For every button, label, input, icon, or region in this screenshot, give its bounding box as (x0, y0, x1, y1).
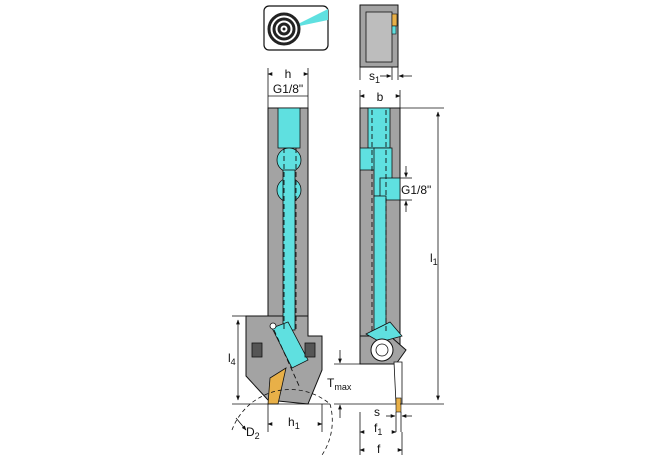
top-view (359, 4, 412, 80)
label-b: b (377, 90, 384, 104)
label-h: h (285, 67, 292, 81)
label-l1: l1 (430, 251, 438, 267)
side-view (334, 90, 444, 455)
label-g-front: G1/8" (273, 82, 303, 96)
label-tmax: Tmax (327, 376, 352, 392)
label-h1: h1 (288, 415, 300, 431)
label-l4: l4 (228, 351, 236, 367)
front-view (231, 68, 333, 456)
coolant-spiral-icon (263, 5, 329, 51)
label-f1: f1 (374, 421, 382, 437)
label-f: f (377, 442, 381, 456)
label-g-side: G1/8" (401, 183, 431, 197)
label-s1: s1 (369, 69, 380, 85)
label-d2: D2 (246, 425, 260, 441)
label-s: s (374, 405, 380, 419)
